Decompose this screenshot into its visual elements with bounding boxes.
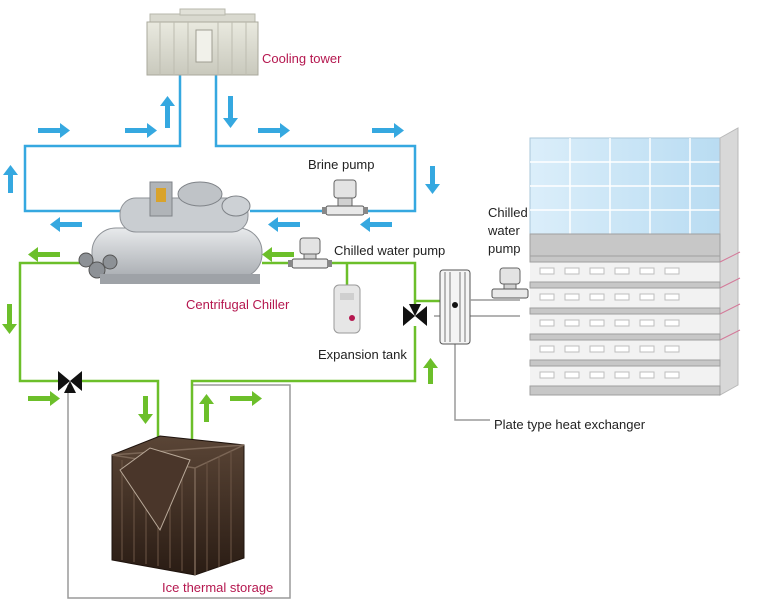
brine-loop-pipe: [23, 75, 417, 213]
arrow-down-icon: [138, 396, 153, 424]
brine-flow-arrows: [3, 96, 440, 232]
chilled-water-loop-pipe: [18, 261, 440, 440]
expansion-tank-label: Expansion tank: [318, 347, 407, 362]
arrow-up-icon: [160, 96, 175, 128]
arrow-right-icon: [28, 391, 60, 406]
arrow-up-icon: [199, 394, 214, 422]
arrow-right-icon: [372, 123, 404, 138]
ice-thermal-storage-label: Ice thermal storage: [162, 580, 274, 595]
arrow-down-icon: [2, 304, 17, 334]
chilled-water-pump-left-label: Chilled water pump: [334, 243, 446, 258]
three-way-valve-right-icon: [403, 304, 427, 326]
arrow-left-icon: [360, 217, 392, 232]
brine-pump-label: Brine pump: [308, 157, 375, 172]
chilled-water-pump-right-label-line1: Chilled: [488, 205, 528, 220]
arrow-right-icon: [230, 391, 262, 406]
arrow-right-icon: [125, 123, 157, 138]
arrow-left-icon: [262, 247, 294, 262]
centrifugal-chiller-icon: [78, 181, 263, 284]
arrow-right-icon: [38, 123, 70, 138]
arrow-down-icon: [425, 166, 440, 194]
arrow-right-icon: [258, 123, 290, 138]
cooling-tower-icon: [146, 8, 259, 76]
chilled-water-pump-right-icon: [491, 267, 529, 299]
arrow-up-icon: [423, 358, 438, 384]
plate-heat-exchanger-label: Plate type heat exchanger: [494, 417, 646, 432]
plate-heat-exchanger-icon: [439, 269, 520, 345]
chilled-water-pump-right-label-line2: water: [488, 223, 520, 238]
cooling-tower-label: Cooling tower: [262, 51, 342, 66]
arrow-left-icon: [28, 247, 60, 262]
arrow-up-icon: [3, 165, 18, 193]
building-icon: [529, 127, 741, 396]
chilled-water-pump-left-icon: [288, 237, 332, 269]
centrifugal-chiller-label: Centrifugal Chiller: [186, 297, 290, 312]
brine-pump-icon: [322, 179, 368, 216]
chilled-water-pump-right-label-line3: pump: [488, 241, 521, 256]
arrow-left-icon: [50, 217, 82, 232]
chilled-flow-arrows: [2, 247, 438, 424]
ice-thermal-storage-icon: [111, 435, 245, 576]
arrow-down-icon: [223, 96, 238, 128]
three-way-valve-left-icon: [58, 371, 82, 393]
arrow-left-icon: [268, 217, 300, 232]
expansion-tank-icon: [333, 284, 361, 334]
